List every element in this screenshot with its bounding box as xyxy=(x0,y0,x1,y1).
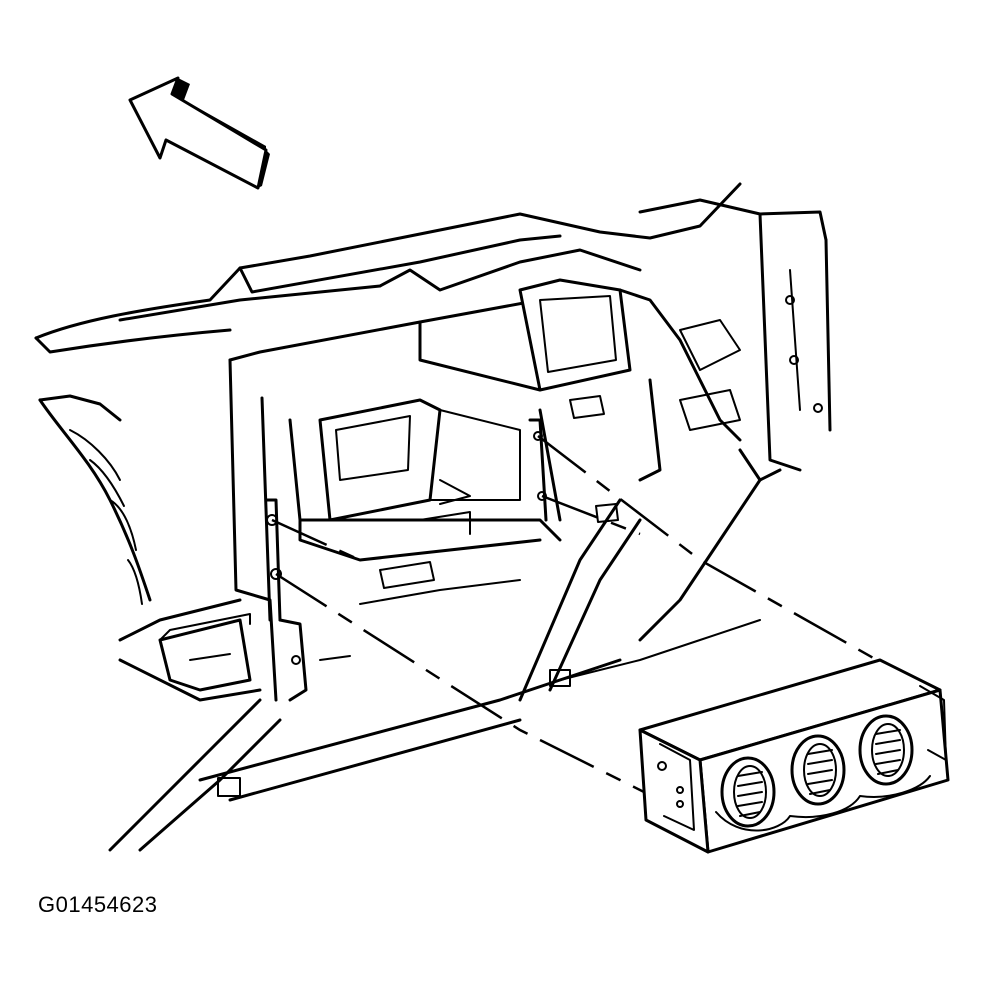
knob-center xyxy=(790,734,846,806)
alignment-lines xyxy=(271,435,931,802)
figure-code: G01454623 xyxy=(38,892,158,917)
forward-arrow-icon xyxy=(128,76,270,190)
knob-left xyxy=(720,756,776,828)
hvac-control-module xyxy=(638,658,950,854)
knob-right xyxy=(858,714,914,786)
instrument-panel-carrier xyxy=(34,182,832,852)
